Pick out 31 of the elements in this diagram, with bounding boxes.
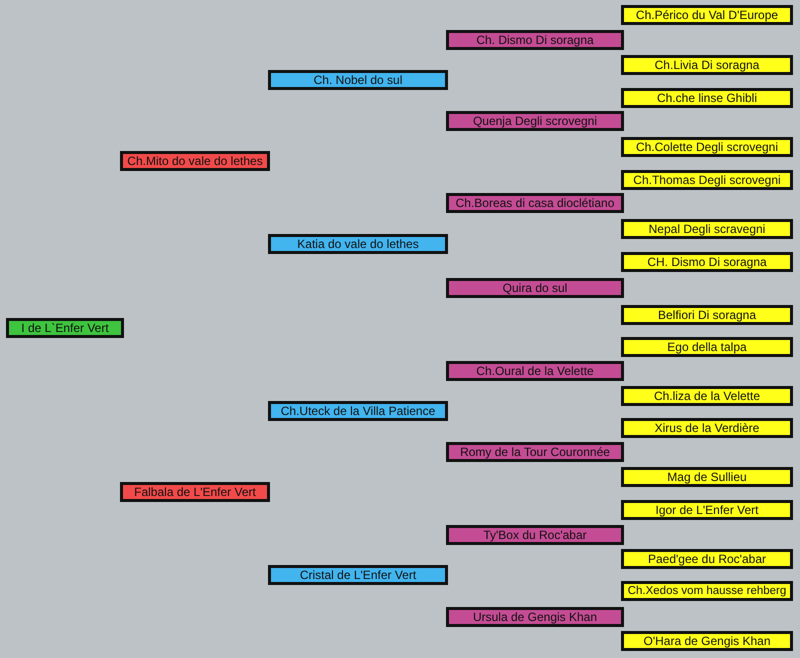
name-box: I de L`Enfer Vert	[6, 318, 124, 338]
name-box: Quenja Degli scrovegni	[446, 111, 624, 131]
name-box: Ursula de Gengis Khan	[446, 607, 624, 627]
name-box: Ch.Mito do vale do lethes	[120, 151, 270, 171]
name-box: Ch.Uteck de la Villa Patience	[268, 401, 448, 421]
name-box: Ty'Box du Roc'abar	[446, 525, 624, 545]
name-box: Igor de L'Enfer Vert	[621, 500, 793, 520]
name-box: Ch. Nobel do sul	[268, 70, 448, 90]
name-box: Xirus de la Verdière	[621, 418, 793, 438]
name-box: Ch.Xedos vom hausse rehberg	[621, 581, 793, 601]
name-box: Paed'gee du Roc'abar	[621, 549, 793, 569]
name-box: Belfiori Di soragna	[621, 305, 793, 325]
name-box: Katia do vale do lethes	[268, 234, 448, 254]
name-box: O'Hara de Gengis Khan	[621, 631, 793, 651]
name-box: Ch.Boreas di casa dioclétiano	[446, 193, 624, 213]
name-box: Romy de la Tour Couronnée	[446, 442, 624, 462]
name-box: Ch.Thomas Degli scrovegni	[621, 170, 793, 190]
name-box: CH. Dismo Di soragna	[621, 252, 793, 272]
name-box: Nepal Degli scravegni	[621, 219, 793, 239]
name-box: Mag de Sullieu	[621, 467, 793, 487]
name-box: Ch.Périco du Val D'Europe	[621, 5, 793, 25]
name-box: Ego della talpa	[621, 337, 793, 357]
name-box: Cristal de L'Enfer Vert	[268, 565, 448, 585]
name-box: Ch.Livia Di soragna	[621, 55, 793, 75]
name-box: Ch.Colette Degli scrovegni	[621, 137, 793, 157]
name-box: Ch.liza de la Velette	[621, 386, 793, 406]
name-box: Ch.che linse Ghibli	[621, 88, 793, 108]
name-box: Quira do sul	[446, 278, 624, 298]
name-box: Ch. Dismo Di soragna	[446, 30, 624, 50]
name-box: Falbala de L'Enfer Vert	[120, 482, 270, 502]
name-box: Ch.Oural de la Velette	[446, 361, 624, 381]
